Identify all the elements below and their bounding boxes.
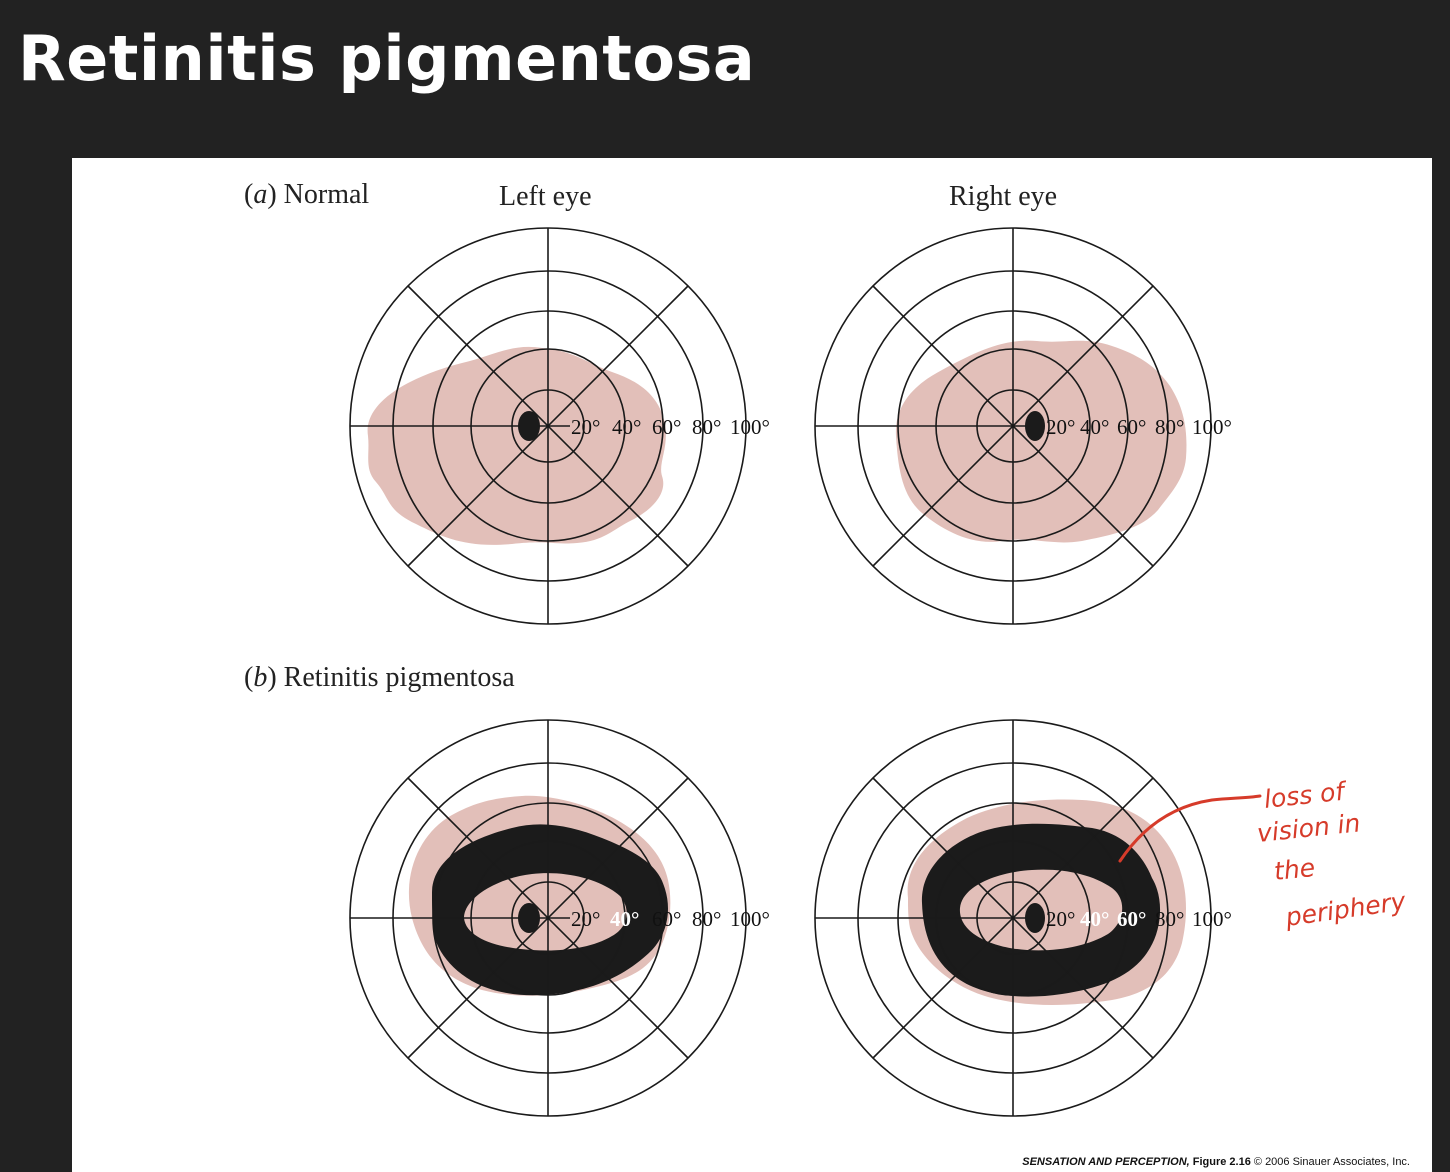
tick-100: 100° (730, 907, 770, 931)
chart-b-left: 20° 40° 60° 80° 100° (349, 719, 770, 1117)
visual-field-area (367, 346, 666, 545)
tick-40: 40° (1080, 415, 1109, 439)
tick-80: 80° (1155, 907, 1184, 931)
annotation-line-1: loss of (1263, 776, 1349, 814)
tick-80: 80° (692, 415, 721, 439)
credit-copyright: © 2006 Sinauer Associates, Inc. (1253, 1156, 1410, 1168)
tick-40: 40° (1080, 907, 1109, 931)
tick-labels: 20° 40° 60° 80° 100° (1046, 415, 1232, 439)
tick-60: 60° (1117, 415, 1146, 439)
tick-40: 40° (610, 907, 639, 931)
left-eye-label: Left eye (499, 181, 592, 212)
chart-a-right: 20° 40° 60° 80° 100° (814, 227, 1232, 625)
tick-100: 100° (730, 415, 770, 439)
visual-field-area (895, 340, 1187, 543)
tick-labels: 20° 40° 60° 80° 100° (571, 415, 770, 439)
annotation-line-3: the (1273, 853, 1317, 886)
panel-a-label: (a) Normal (244, 179, 369, 210)
visual-field-figure: (a) Normal Left eye Right eye (b) Retini… (244, 179, 1409, 1117)
tick-40: 40° (612, 415, 641, 439)
tick-labels: 20° 40° 60° 80° 100° (1046, 907, 1232, 931)
blind-spot (518, 903, 540, 933)
tick-20: 20° (1046, 415, 1075, 439)
tick-100: 100° (1192, 415, 1232, 439)
tick-labels: 20° 40° 60° 80° 100° (571, 907, 770, 931)
tick-60: 60° (1117, 907, 1146, 931)
credit-figure: Figure 2.16 (1192, 1156, 1251, 1168)
annotation-line-2: vision in (1256, 808, 1362, 848)
annotation-pointer-line (1118, 794, 1262, 863)
chart-b-right: 20° 40° 60° 80° 100° (814, 719, 1232, 1117)
tick-60: 60° (652, 907, 681, 931)
figure-panel: (a) Normal Left eye Right eye (b) Retini… (72, 158, 1432, 1172)
slide-title: Retinitis pigmentosa (18, 22, 756, 95)
tick-80: 80° (692, 907, 721, 931)
tick-20: 20° (1046, 907, 1075, 931)
blind-spot (1025, 903, 1045, 933)
panel-b-label: (b) Retinitis pigmentosa (244, 662, 515, 693)
tick-20: 20° (571, 415, 600, 439)
tick-60: 60° (652, 415, 681, 439)
tick-20: 20° (571, 907, 600, 931)
tick-80: 80° (1155, 415, 1184, 439)
scotoma-ring (921, 823, 1161, 997)
figure-credit: SENSATION AND PERCEPTION, Figure 2.16 © … (1022, 1156, 1410, 1168)
tick-100: 100° (1192, 907, 1232, 931)
annotation-line-4: periphery (1283, 886, 1409, 932)
blind-spot (1025, 411, 1045, 441)
right-eye-label: Right eye (949, 181, 1057, 212)
chart-a-left: 20° 40° 60° 80° 100° (349, 227, 770, 625)
blind-spot (518, 411, 540, 441)
credit-book: SENSATION AND PERCEPTION, (1022, 1156, 1190, 1168)
